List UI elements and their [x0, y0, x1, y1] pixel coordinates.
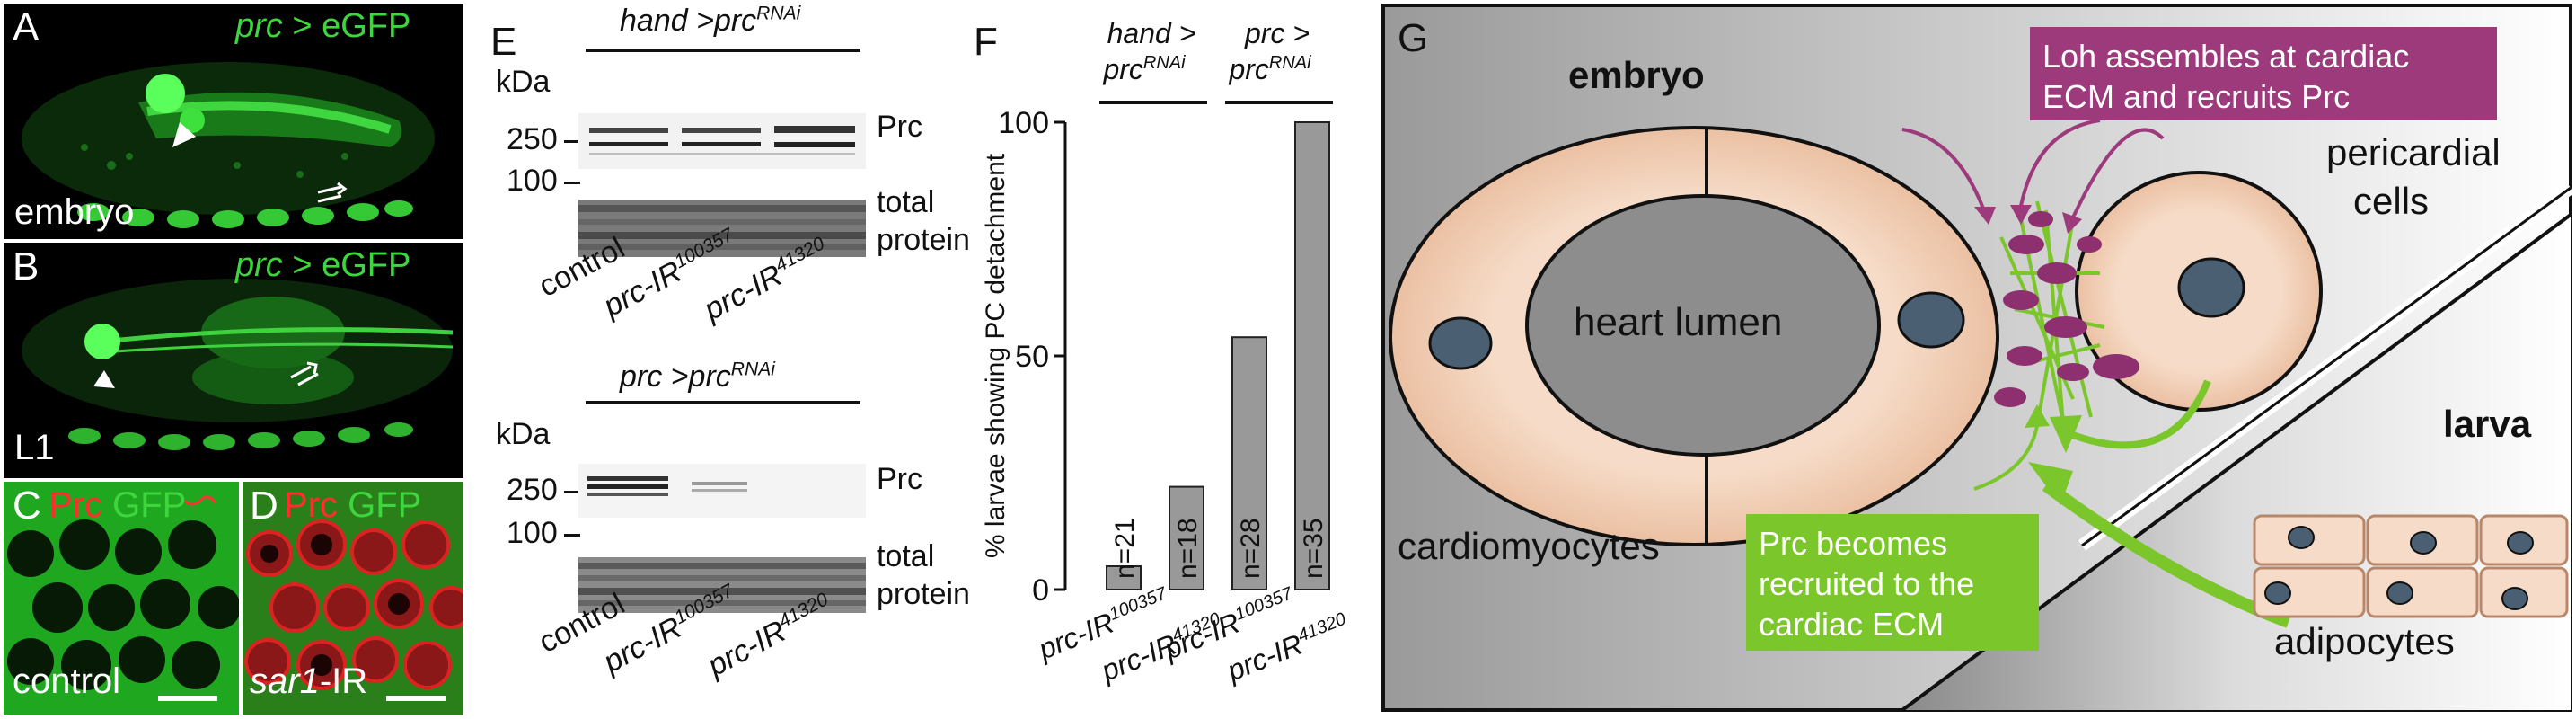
prc-box-line-2: recruited to the [1759, 565, 1975, 602]
loh-box-line-1: Loh assembles at cardiac [2042, 38, 2410, 75]
panel-a-label: A [13, 5, 40, 49]
panel-a-micrograph: A prc > eGFP embryo [4, 4, 463, 239]
blot-bottom-100: 100 [507, 516, 558, 550]
blot-bottom-100-tick [564, 534, 580, 537]
model-embryo-label: embryo [1568, 54, 1705, 96]
blot-top-band-label: Prc [877, 110, 922, 144]
blot-bottom-total [578, 557, 866, 613]
panel-e-label: E [490, 20, 517, 64]
prc-box-line-3: cardiac ECM [1759, 606, 1945, 643]
panel-d-micrograph: D Prc GFP sar1-IR [243, 482, 463, 715]
blot-top-250: 250 [507, 122, 558, 156]
panel-a-title: prc > eGFP [235, 7, 410, 46]
panel-a-gene: prc [235, 7, 283, 45]
blot-top-100-tick [564, 182, 580, 184]
panel-d-gfp: GFP [348, 485, 422, 525]
bar-n-label: n=18 [1173, 518, 1203, 579]
blot-bottom-rule [586, 401, 860, 404]
bar-n-label: n=28 [1236, 518, 1266, 579]
blot-top-prc [578, 113, 866, 169]
panel-d-prc: Prc [284, 485, 338, 525]
y-tick-label: 0 [1032, 573, 1049, 608]
blot-bottom-250-tick [564, 491, 580, 493]
bar-n-label: n=21 [1110, 518, 1140, 579]
panel-d-label: D [250, 484, 278, 528]
panel-d-stains: Prc GFP [284, 485, 421, 526]
panel-a-image [22, 62, 435, 228]
blot-top-title-sup: RNAi [756, 3, 801, 24]
panel-b-title-rest: > eGFP [282, 246, 411, 284]
bar [1169, 485, 1204, 590]
group-title-line-2: prcRNAi [1102, 53, 1186, 85]
panel-g-label: G [1398, 16, 1429, 60]
panel-b-micrograph: B prc > eGFP L1 [4, 243, 463, 478]
model-larva-label: larva [2443, 403, 2532, 445]
model-pericardial-label-2: cells [2353, 180, 2430, 222]
panel-d-image [243, 482, 463, 715]
panel-c-stains: Prc GFP [49, 485, 186, 526]
group-title-sup: RNAi [1143, 53, 1186, 73]
blot-top-total-1: total [877, 185, 935, 219]
group-title-line-1: prc > [1244, 17, 1310, 49]
group-title-line-1: hand > [1107, 17, 1196, 49]
blot-bottom-total-2: protein [877, 577, 970, 611]
model-heart-lumen-label: heart lumen [1574, 300, 1783, 344]
panel-b-title: prc > eGFP [235, 246, 410, 285]
model-cardiomyocytes-label: cardiomyocytes [1398, 525, 1660, 567]
panel-a-title-rest: > eGFP [282, 7, 411, 45]
blot-top-title: hand >prcRNAi [620, 4, 800, 39]
blot-bottom-title: prc >prcRNAi [620, 360, 775, 395]
blot-top-total [578, 200, 866, 257]
y-axis-label: % larvae showing PC detachment [981, 153, 1010, 558]
panel-c-image [4, 482, 239, 715]
bar-n-label: n=35 [1299, 518, 1328, 579]
panel-d-condition: sar1-IR [250, 661, 367, 702]
panel-c-label: C [13, 484, 41, 528]
blot-top-rule [586, 49, 860, 52]
panel-b-label: B [13, 244, 40, 288]
panel-c-micrograph: C Prc GFP control [4, 482, 239, 715]
panel-a-stage: embryo [14, 192, 135, 232]
blot-top-250-tick [564, 140, 580, 143]
bar [1294, 121, 1330, 590]
bar-chart: 0 50 100 % larvae showing PC detachment n=21… [981, 17, 1354, 688]
blot-bottom-title-text: prc >prc [620, 360, 731, 394]
panel-c-prc: Prc [49, 485, 102, 525]
panel-b-gene: prc [235, 246, 283, 284]
blot-top-kda: kDa [496, 65, 551, 99]
panel-b-image [22, 279, 454, 450]
bar-x-label-sup: 41320 [1295, 609, 1349, 646]
blot-bottom-250: 250 [507, 473, 558, 507]
panel-c-gfp: GFP [112, 485, 187, 525]
blot-top-100: 100 [507, 164, 558, 198]
panel-d-condition-rest: -IR [319, 661, 368, 701]
panel-d-gene: sar1 [250, 661, 320, 701]
bar [1231, 336, 1267, 590]
blot-bottom-total-1: total [877, 539, 935, 573]
model-adipocytes-label: adipocytes [2274, 620, 2455, 662]
blot-top-title-text: hand >prc [620, 4, 757, 38]
model-pericardial-label-1: pericardial [2326, 131, 2501, 173]
panel-c-condition: control [13, 661, 121, 701]
group-title-sup: RNAi [1269, 53, 1311, 73]
panel-f-label: F [974, 20, 998, 64]
bar [1106, 565, 1142, 590]
blot-bottom-kda: kDa [496, 417, 551, 451]
blot-bottom-title-sup: RNAi [730, 359, 775, 380]
blot-bottom-band-label: Prc [877, 462, 922, 496]
blot-top-total-2: protein [877, 223, 970, 257]
prc-box-line-1: Prc becomes [1759, 525, 1948, 562]
prc-box: Prc becomes recruited to the cardiac ECM [1746, 514, 2039, 651]
loh-box: Loh assembles at cardiac ECM and recruit… [2030, 27, 2497, 120]
group-title-line-2: prcRNAi [1228, 53, 1311, 85]
loh-box-line-2: ECM and recruits Prc [2042, 78, 2351, 115]
blot-bottom-prc [578, 464, 866, 518]
panel-b-stage: L1 [14, 428, 55, 467]
y-tick-label: 100 [998, 106, 1049, 140]
y-tick-label: 50 [1015, 340, 1049, 374]
